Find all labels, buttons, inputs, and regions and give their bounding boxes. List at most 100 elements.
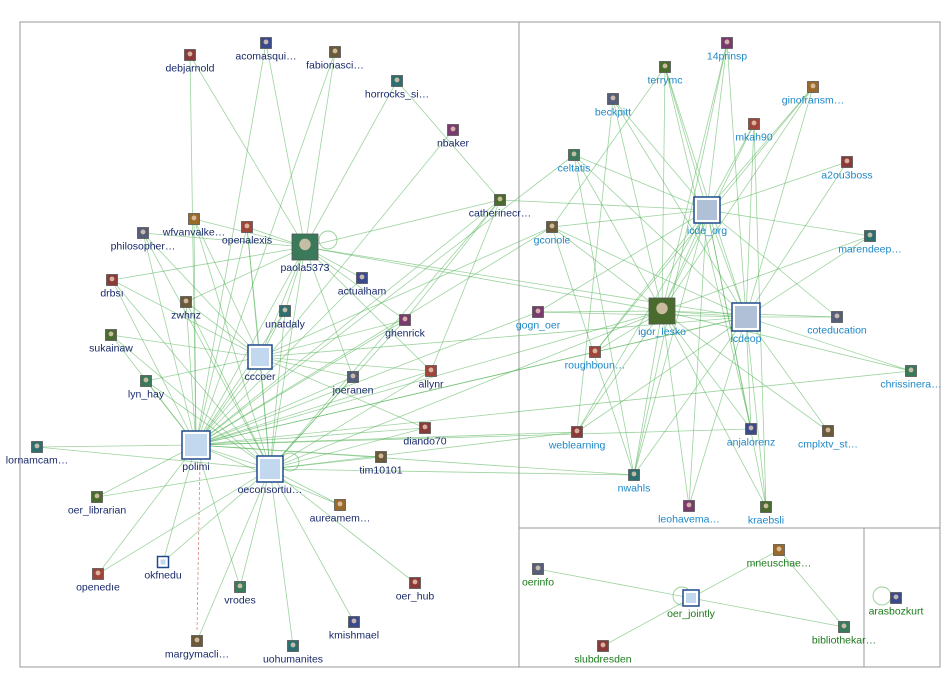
node-acomasqui[interactable]: acomasqui…	[235, 38, 296, 63]
node-label-arasbozkurt: arasbozkurt	[869, 606, 924, 618]
node-label-mkah90: mkah90	[735, 132, 773, 144]
node-label-celtatis: celtatis	[558, 163, 591, 175]
node-fabionasci[interactable]: fabionasci…	[306, 47, 364, 72]
node-celtatis[interactable]: celtatis	[558, 150, 591, 175]
node-diando70[interactable]: diando70	[403, 423, 446, 448]
node-coteducation[interactable]: coteducation	[807, 312, 867, 337]
edge	[143, 233, 196, 445]
node-marendeep[interactable]: marendeep…	[838, 231, 902, 256]
node-oer_hub[interactable]: oer_hub	[396, 578, 435, 603]
node-margymacli[interactable]: margymacli…	[165, 636, 229, 661]
node-bibliothekar[interactable]: bibliothekar…	[812, 622, 876, 647]
node-zwhnz[interactable]: zwhnz	[171, 297, 201, 322]
node-ghenrick[interactable]: ghenrick	[385, 315, 425, 340]
node-cmplxtv_st[interactable]: cmplxtv_st…	[798, 426, 858, 451]
node-nbaker[interactable]: nbaker	[437, 125, 470, 150]
node-lornamcam[interactable]: lornamcam…	[6, 442, 68, 467]
edge	[574, 155, 662, 311]
node-anjalorenz[interactable]: anjalorenz	[727, 424, 775, 449]
node-cccoer[interactable]: cccoer	[245, 345, 276, 383]
node-kmishmael[interactable]: kmishmael	[329, 617, 379, 642]
node-label-beckpitt: beckpitt	[595, 107, 631, 119]
node-mneuschae[interactable]: mneuschae…	[747, 545, 812, 570]
node-weblearning[interactable]: weblearning	[548, 427, 606, 452]
node-allynr[interactable]: allynr	[418, 366, 444, 391]
node-label-aureamem: aureamem…	[310, 513, 371, 525]
node-sukainaw[interactable]: sukainaw	[89, 330, 133, 355]
node-14prinsp[interactable]: 14prinsp	[707, 38, 747, 63]
node-polimi[interactable]: polimi	[182, 431, 210, 473]
catherinecr-avatar-face	[498, 196, 503, 201]
node-aureamem[interactable]: aureamem…	[310, 500, 371, 525]
node-catherinecr[interactable]: catherinecr…	[469, 195, 531, 220]
edge	[270, 469, 634, 475]
icdeop-logo-fill	[735, 306, 757, 328]
edge	[431, 200, 500, 371]
node-oerinfo[interactable]: oerinfo	[522, 564, 554, 589]
node-chrissinera[interactable]: chrissinera…	[880, 366, 941, 391]
node-label-lyn_hay: lyn_hay	[128, 389, 165, 401]
philosopher-avatar-face	[141, 229, 146, 234]
node-vrodes[interactable]: vrodes	[224, 582, 256, 607]
node-label-bibliothekar: bibliothekar…	[812, 635, 876, 647]
node-wfvanvalke[interactable]: wfvanvalke…	[162, 214, 225, 239]
oer_hub-avatar-face	[413, 579, 418, 584]
mkah90-avatar-face	[752, 120, 757, 125]
node-label-margymacli: margymacli…	[165, 649, 229, 661]
node-label-nbaker: nbaker	[437, 138, 470, 150]
node-lyn_hay[interactable]: lyn_hay	[128, 376, 165, 401]
node-label-horrocks: horrocks_si…	[365, 89, 429, 101]
node-slubdresden[interactable]: slubdresden	[574, 641, 631, 666]
node-label-cccoer: cccoer	[245, 371, 276, 383]
mneuschae-avatar-face	[777, 546, 782, 551]
edge	[196, 429, 751, 445]
actualham-avatar-face	[360, 274, 365, 279]
node-paola5373[interactable]: paola5373	[280, 234, 329, 274]
arasbozkurt-avatar-face	[894, 594, 899, 599]
node-horrocks[interactable]: horrocks_si…	[365, 76, 429, 101]
node-okfnedu[interactable]: okfnedu	[144, 557, 182, 582]
edge	[707, 210, 766, 507]
nwahls-avatar-face	[632, 471, 637, 476]
node-label-philosopher: philosopher…	[111, 241, 176, 253]
node-beckpitt[interactable]: beckpitt	[595, 94, 631, 119]
node-leohavema[interactable]: leohavema…	[658, 501, 720, 526]
node-kraebsli[interactable]: kraebsli	[748, 502, 784, 527]
node-label-leohavema: leohavema…	[658, 514, 720, 526]
node-label-ginofransm: ginofransm…	[782, 95, 844, 107]
fabionasci-avatar-face	[333, 48, 338, 53]
node-a2ou3boss[interactable]: a2ou3boss	[821, 157, 872, 182]
node-roughboun[interactable]: roughboun…	[565, 347, 626, 372]
node-debjarnold[interactable]: debjarnold	[165, 50, 214, 75]
node-openedie[interactable]: openedıe	[76, 569, 120, 594]
node-label-kraebsli: kraebsli	[748, 515, 784, 527]
node-openalexis[interactable]: openalexis	[222, 222, 272, 247]
node-label-wfvanvalke: wfvanvalke…	[162, 227, 225, 239]
node-label-oer_jointly: oer_jointly	[667, 608, 716, 620]
edge	[186, 247, 305, 302]
node-oer_librarian[interactable]: oer_librarian	[68, 492, 127, 517]
node-label-14prinsp: 14prinsp	[707, 51, 747, 63]
node-joeranen[interactable]: joeranen	[332, 372, 374, 397]
node-label-ghenrick: ghenrick	[385, 328, 425, 340]
node-mkah90[interactable]: mkah90	[735, 119, 773, 144]
node-unatdaly[interactable]: unatdaly	[265, 306, 305, 331]
node-icdeop[interactable]: icdeop	[731, 303, 762, 345]
nbaker-avatar-face	[451, 126, 456, 131]
node-label-okfnedu: okfnedu	[144, 570, 182, 582]
node-label-openalexis: openalexis	[222, 235, 272, 247]
node-ginofransm[interactable]: ginofransm…	[782, 82, 844, 107]
edge	[196, 371, 431, 445]
edge	[613, 99, 746, 317]
oeconsortiu-logo-fill	[260, 459, 280, 479]
node-arasbozkurt[interactable]: arasbozkurt	[869, 593, 924, 618]
14prinsp-avatar-face	[725, 39, 730, 44]
ginofransm-avatar-face	[811, 83, 816, 88]
node-terrymc[interactable]: terrymc	[648, 62, 683, 87]
node-gogn_oer[interactable]: gogn_oer	[516, 307, 561, 332]
lyn_hay-avatar-face	[144, 377, 149, 382]
node-uohumanites[interactable]: uohumanites	[263, 641, 323, 666]
node-tim10101[interactable]: tim10101	[359, 452, 402, 477]
node-nwahls[interactable]: nwahls	[618, 470, 651, 495]
group-box-g2	[519, 22, 940, 528]
